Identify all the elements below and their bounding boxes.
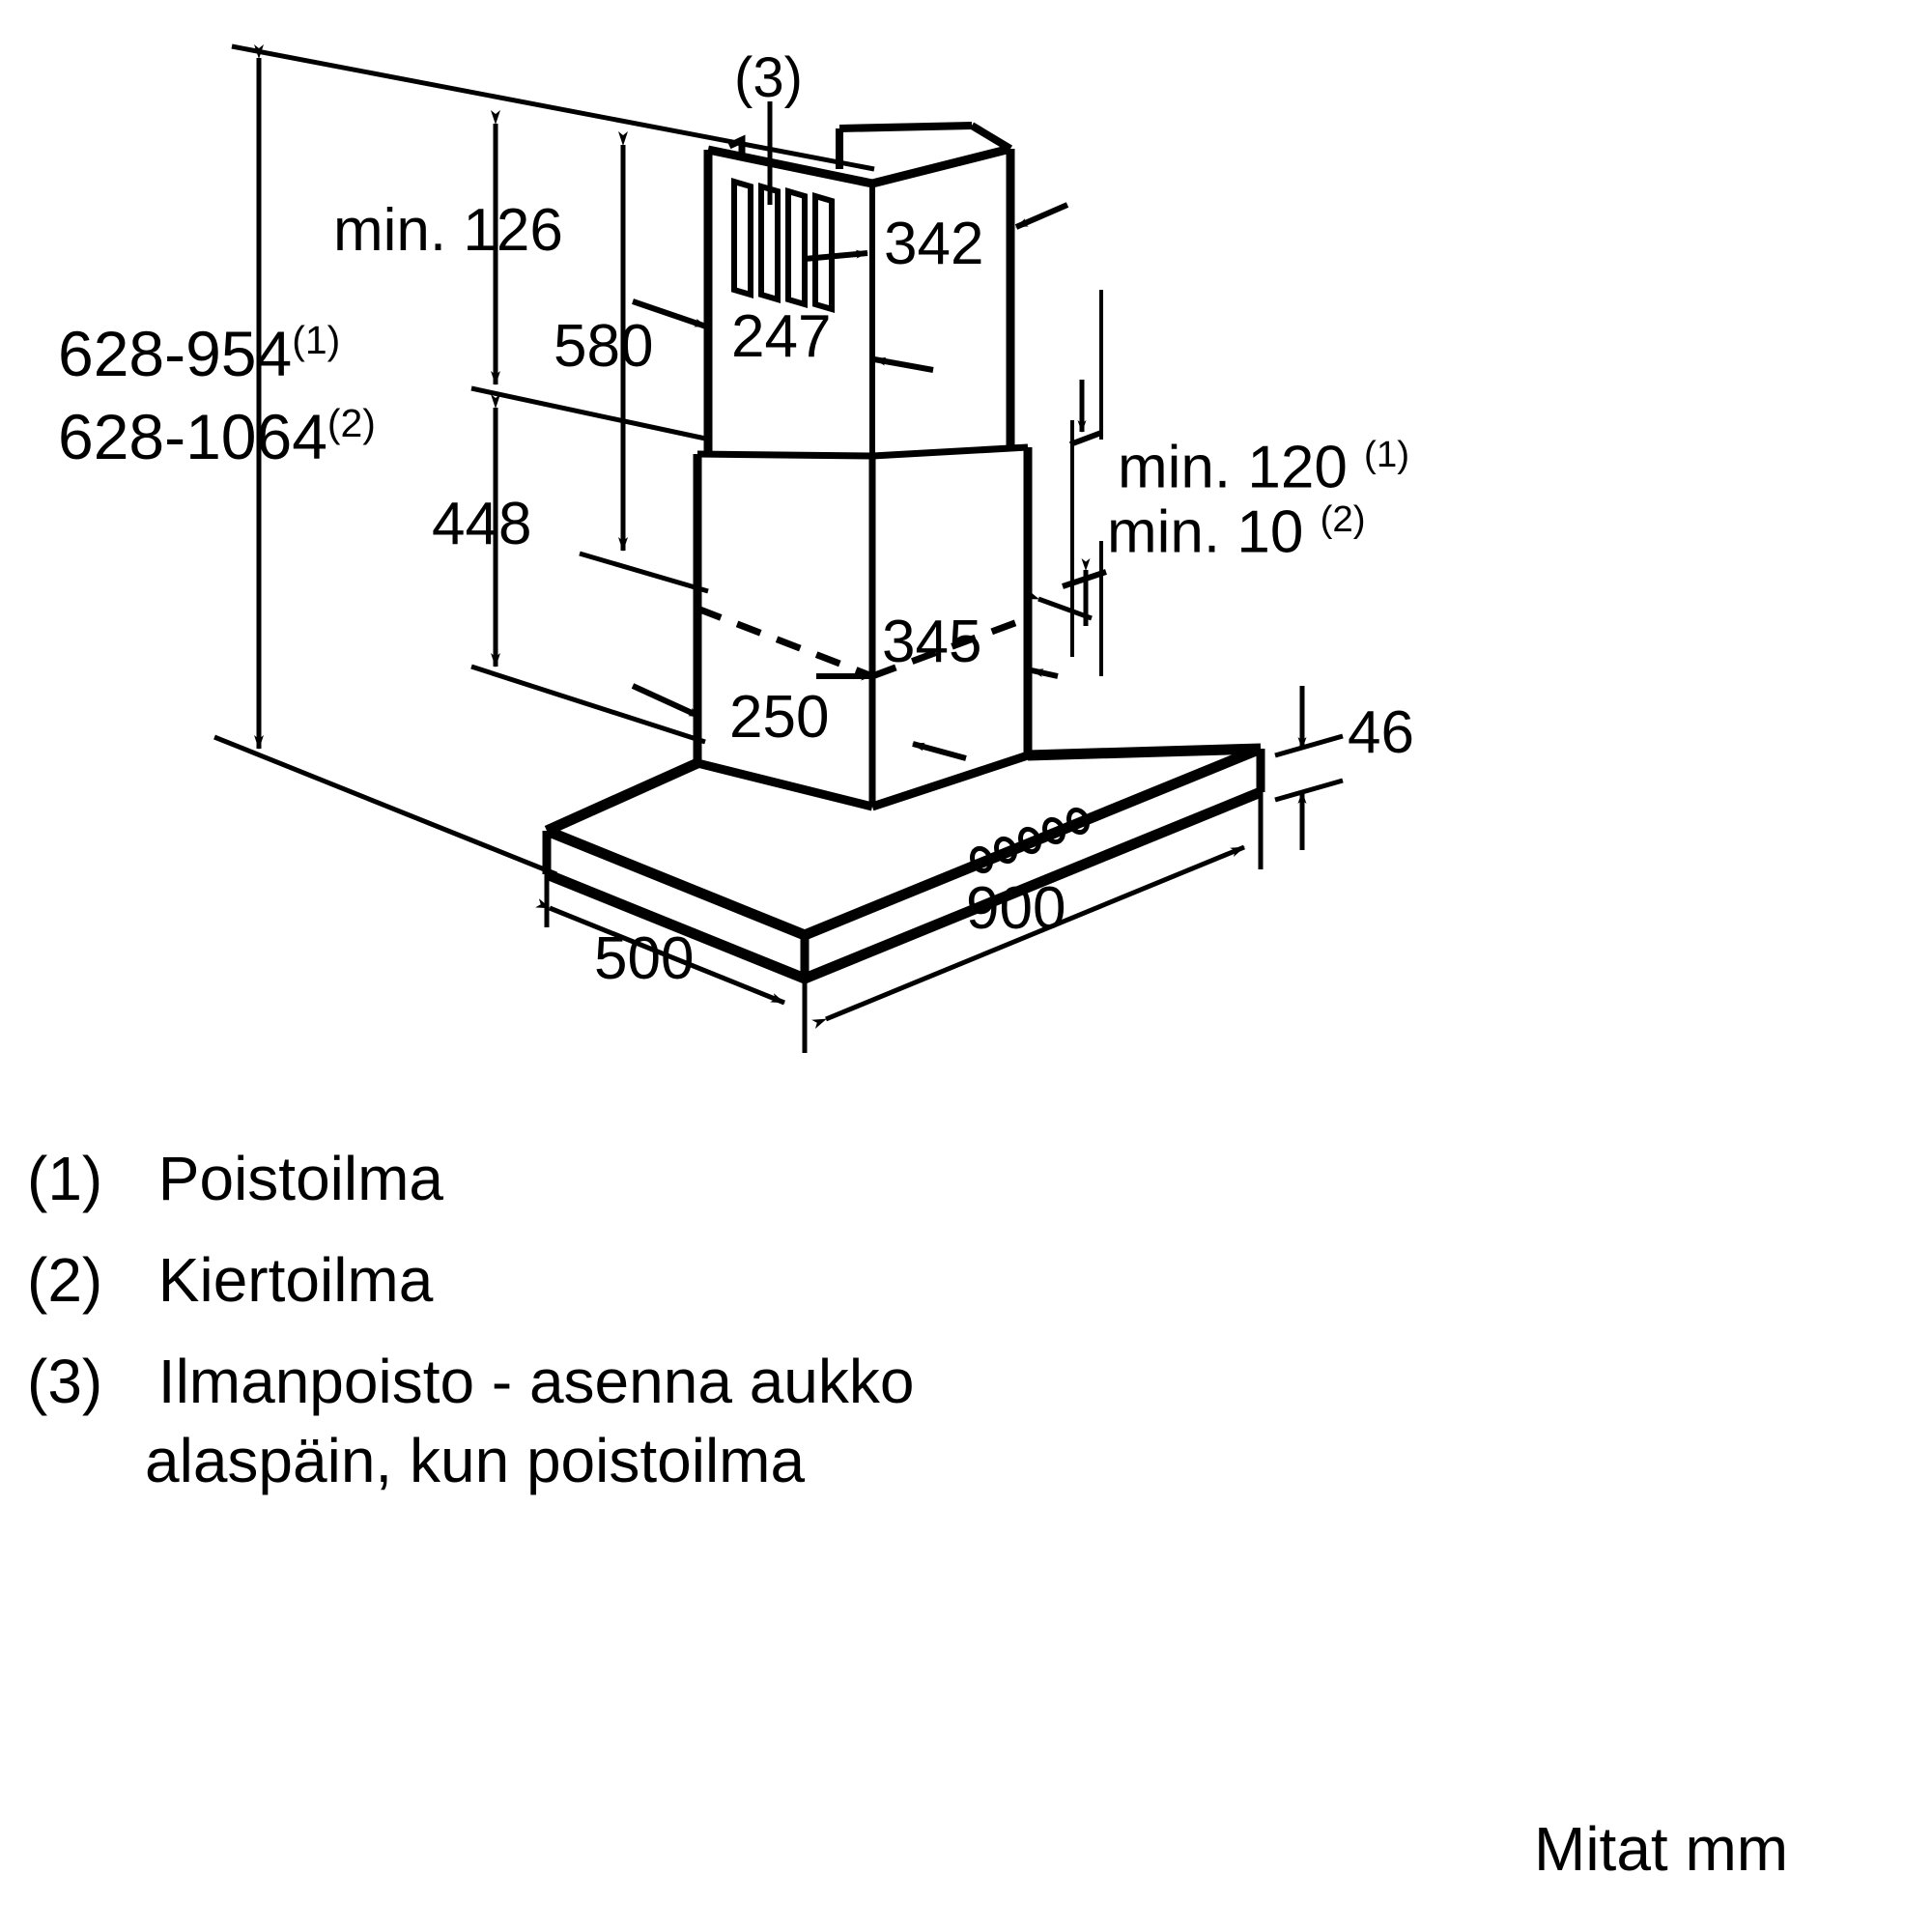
dim-value-height-range-exhaust: 628-954	[58, 318, 293, 389]
dim-label-lower-section: 448	[432, 491, 532, 557]
dim-label-min-clearance-recirc: min. 10 (2)	[1107, 498, 1366, 566]
dim-label-chimney-total: 580	[554, 313, 654, 380]
dim-value-min-clearance-exhaust: min. 120	[1118, 434, 1348, 501]
legend-item-1: (1) Poistoilma	[27, 1148, 443, 1209]
dim-note-height-range-exhaust: (1)	[292, 318, 341, 362]
dim-note-height-range-recirc: (2)	[327, 401, 376, 445]
dim-label-canopy-width: 900	[966, 875, 1066, 942]
units-note: Mitat mm	[1534, 1814, 1789, 1884]
legend-marker-1: (1)	[27, 1144, 103, 1213]
dim-label-chimney-top-width: 247	[731, 303, 832, 370]
dim-label-chimney-bottom-depth: 345	[882, 609, 982, 675]
legend-marker-3: (3)	[27, 1347, 103, 1416]
legend-text-2: Kiertoilma	[157, 1245, 434, 1315]
dim-label-canopy-depth: 500	[594, 925, 695, 992]
legend-text-3b: alaspäin, kun poistoilma	[145, 1426, 806, 1495]
dim-label-chimney-bottom-width: 250	[729, 684, 830, 751]
dim-label-min-upper: min. 126	[333, 197, 563, 264]
hood-geometry	[213, 43, 1344, 1053]
dim-value-height-range-recirc: 628-1064	[58, 401, 327, 472]
legend-text-1: Poistoilma	[157, 1144, 443, 1213]
legend-item-3: (3) Ilmanpoisto - asenna aukko	[27, 1350, 914, 1412]
legend-marker-2: (2)	[27, 1245, 103, 1315]
dim-label-outlet-marker: (3)	[734, 46, 803, 109]
dim-note-min-clearance-exhaust: (1)	[1364, 434, 1410, 475]
legend-item-3-continuation: alaspäin, kun poistoilma	[145, 1430, 805, 1492]
dim-label-height-range-exhaust: 628-954(1)	[58, 321, 340, 385]
dim-note-min-clearance-recirc: (2)	[1320, 498, 1366, 540]
dim-label-canopy-thickness: 46	[1348, 699, 1414, 766]
dim-label-chimney-top-depth: 342	[884, 211, 984, 277]
dim-label-height-range-recirc: 628-1064(2)	[58, 404, 376, 469]
dim-value-min-clearance-recirc: min. 10	[1107, 498, 1304, 566]
legend-item-2: (2) Kiertoilma	[27, 1249, 433, 1311]
dim-label-min-clearance-exhaust: min. 120 (1)	[1118, 434, 1410, 501]
legend-text-3: Ilmanpoisto - asenna aukko	[157, 1347, 915, 1416]
